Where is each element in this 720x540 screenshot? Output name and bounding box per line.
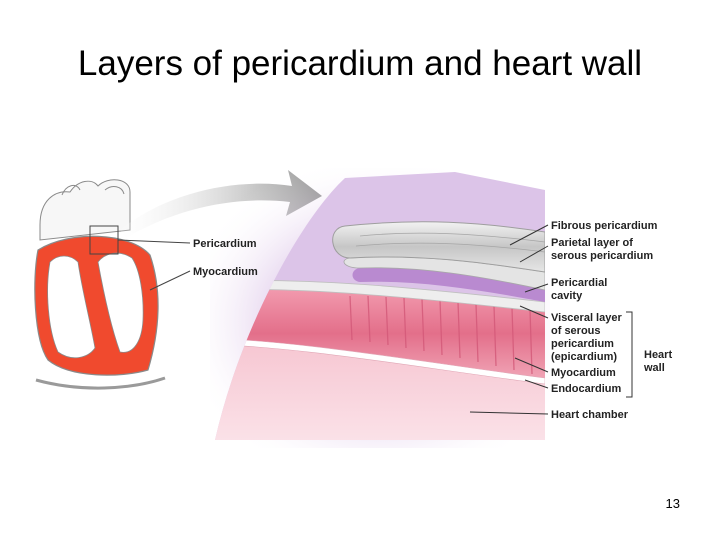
label-endocardium: Endocardium (551, 383, 622, 395)
pericardium-leader (117, 239, 191, 244)
label-fibrous-pericardium: Fibrous pericardium (551, 220, 658, 232)
label-myocardium: Myocardium (551, 367, 616, 379)
label-myocardium-small: Myocardium (193, 266, 258, 278)
muscle-striations (349, 295, 533, 375)
label-pericardium: Pericardium (193, 238, 257, 250)
label-parietal-line1: Parietal layer of (551, 237, 633, 249)
epicardium-layer (215, 280, 545, 313)
heart-wall-bracket (626, 311, 633, 398)
magnified-heart-wall (210, 168, 550, 448)
label-visceral-line1: Visceral layer (551, 312, 622, 324)
label-heart-wall-line1: Heart (644, 349, 672, 361)
slide-title: Layers of pericardium and heart wall (77, 44, 643, 83)
slide-number: 13 (665, 496, 680, 511)
heart-chamber-region (215, 330, 545, 440)
label-heart-chamber: Heart chamber (551, 409, 629, 421)
heart-cross-section (34, 179, 166, 390)
label-visceral-line3: pericardium (551, 338, 614, 350)
heart-chamber-left (47, 255, 96, 359)
label-parietal-line2: serous pericardium (551, 250, 653, 262)
great-vessels (39, 179, 131, 241)
label-heart-wall-line2: wall (643, 362, 665, 374)
label-visceral-line4: (epicardium) (551, 351, 617, 363)
label-cavity-line2: cavity (551, 290, 583, 302)
layer-leaders (469, 224, 633, 415)
myocardium-leader (149, 270, 191, 291)
label-cavity-line1: Pericardial (551, 277, 607, 289)
endocardium-layer (215, 337, 545, 385)
label-visceral-line2: of serous (551, 325, 601, 337)
heart-chamber-right (97, 252, 144, 353)
pericardial-cavity (352, 267, 545, 302)
pericardial-sac (35, 376, 166, 390)
